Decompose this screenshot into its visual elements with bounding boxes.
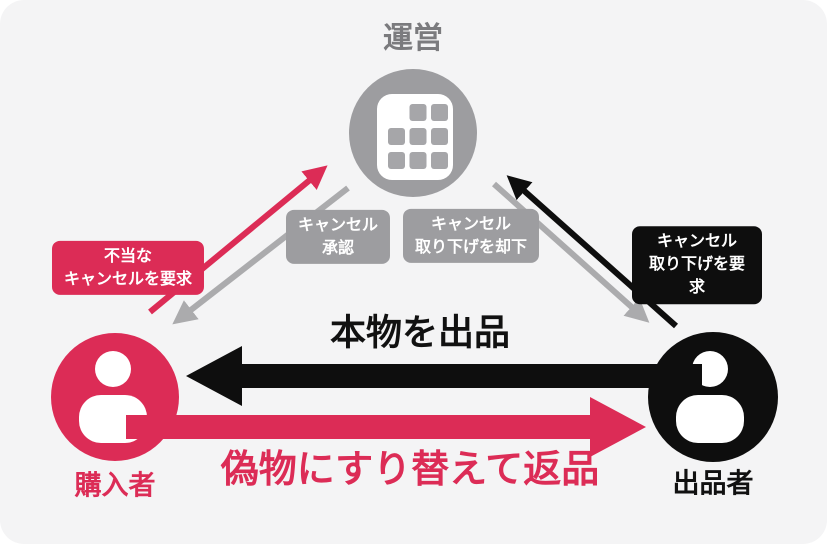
arrow-buyer-to-seller (126, 397, 646, 457)
buyer-node-label: 購入者 (74, 470, 156, 501)
seller-node-label: 出品者 (672, 468, 754, 499)
admin-node-label: 運営 (383, 21, 443, 55)
buyer-node (51, 333, 179, 461)
admin-node (349, 69, 477, 197)
building-grid-icon (377, 94, 453, 180)
tag-cancel-withdrawal-rejected: キャンセル 取り下げを却下 (402, 208, 540, 264)
label-return-fake-item: 偽物にすり替えて返品 (220, 449, 600, 492)
tag-cancel-approval: キャンセル 承認 (285, 209, 391, 265)
arrow-admin-to-seller (492, 181, 650, 323)
seller-node (648, 332, 778, 462)
tag-unfair-cancel-request: 不当な キャンセルを要求 (51, 240, 205, 296)
arrow-seller-to-buyer (186, 346, 702, 406)
label-list-genuine-item: 本物を出品 (329, 311, 511, 353)
tag-cancel-withdrawal-request: キャンセル 取り下げを要求 (632, 226, 762, 304)
